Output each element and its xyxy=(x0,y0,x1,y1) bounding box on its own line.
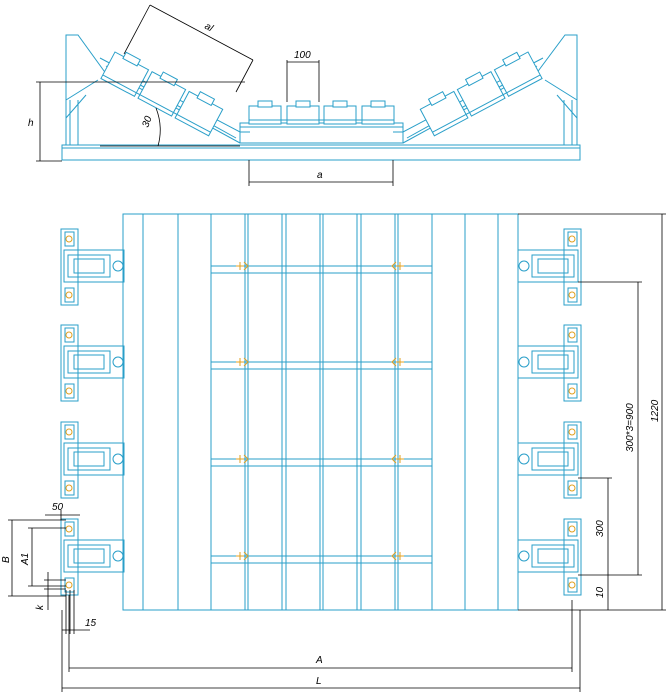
bar-bolts xyxy=(236,261,404,561)
dim-300: 300 xyxy=(578,477,612,575)
label-h: h xyxy=(28,118,34,129)
label-100: 100 xyxy=(294,50,311,61)
dim-B: B xyxy=(1,519,66,597)
impact-bars-plan xyxy=(142,213,499,611)
center-impact-bars xyxy=(248,100,395,125)
label-A: A xyxy=(315,655,323,666)
base-plate xyxy=(61,144,581,161)
right-side-frame xyxy=(529,34,578,145)
dim-h: h xyxy=(28,81,245,162)
label-15: 15 xyxy=(85,618,97,629)
label-span: 300*3=900 xyxy=(625,403,636,452)
dim-50: 50 xyxy=(45,502,80,520)
left-brackets xyxy=(60,228,125,596)
dim-A1: A1 xyxy=(20,527,66,587)
dim-angle-30: 30 xyxy=(100,107,240,147)
dim-span: 300*3=900 xyxy=(578,281,642,576)
label-L: L xyxy=(316,676,322,687)
dim-10: 10 xyxy=(518,575,612,611)
center-beam xyxy=(239,122,404,144)
dim-L: L xyxy=(61,610,581,692)
left-side-frame xyxy=(65,34,113,145)
dim-a: a xyxy=(248,160,394,186)
label-al: al xyxy=(203,21,216,35)
dim-k: k xyxy=(35,572,66,610)
plan-view: 50 B A1 k 15 xyxy=(1,213,666,692)
label-50: 50 xyxy=(52,502,64,513)
label-A1: A1 xyxy=(20,553,31,566)
label-k: k xyxy=(35,604,46,610)
dim-A: A xyxy=(68,595,573,672)
dim-100: 100 xyxy=(286,50,320,102)
label-300: 300 xyxy=(595,520,606,537)
label-B: B xyxy=(1,556,12,563)
label-1220: 1220 xyxy=(650,399,661,422)
dim-15: 15 xyxy=(62,590,97,634)
right-brackets xyxy=(517,228,582,596)
trough-elevation-view: al 100 h 30 a xyxy=(28,4,581,186)
label-angle-30: 30 xyxy=(140,114,154,129)
dim-1220: 1220 xyxy=(518,213,666,611)
label-a: a xyxy=(317,170,323,181)
label-10: 10 xyxy=(595,586,606,598)
